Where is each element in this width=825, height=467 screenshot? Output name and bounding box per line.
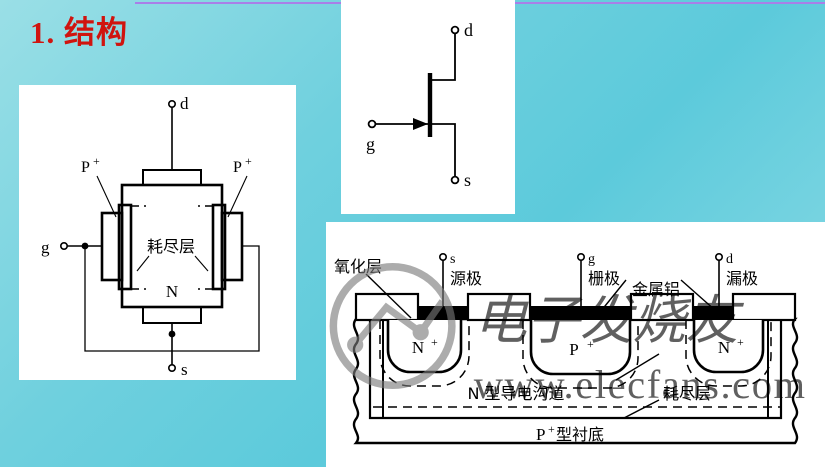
p-plus-right-leader [227,175,248,218]
depletion-leader [623,399,660,419]
depletion-outline [130,205,214,290]
symbol-gate-dot [367,119,377,129]
oxide-window-4 [731,292,797,322]
n-channel-label: N 型导电沟道 [467,384,564,403]
channel-leader [615,353,660,381]
mosfet-structure-panel: 氧化层 s 源极 g 栅极 金属铝 d 漏极 N + P + N + N 型导电… [326,222,825,467]
p-plus-right-sup: + [245,154,252,168]
drain-well-sup: + [737,335,744,349]
substrate-tail-label: 型衬底 [556,425,604,444]
drain-contact [142,169,202,186]
substrate-sup: + [548,422,555,436]
n-region-label: N [166,282,178,301]
watermark-url: www.elecfans.com [474,362,807,407]
substrate-label: P [536,425,545,444]
source-terminal-dot [168,363,177,372]
source-contact [142,306,202,324]
gate-p-well [529,320,632,376]
gate-terminal-dot [59,242,68,251]
source-junction-dot [168,330,176,338]
gate-electrode-label: 栅极 [588,269,620,288]
depletion-leader-right [194,255,209,272]
jfet-symbol-panel: d s g [341,0,515,214]
mosfet-structure-drawing: 氧化层 s 源极 g 栅极 金属铝 d 漏极 N + P + N + N 型导电… [334,252,799,445]
oxide-window-3 [629,292,695,322]
mosfet-drain-dot [714,252,723,261]
gate-well-label: P [569,340,578,359]
mosfet-source-dot [439,252,448,261]
p-plus-left-sup: + [93,154,100,168]
mosfet-depletion-label: 耗尽层 [663,384,711,403]
watermark-logo-icon [329,263,456,390]
p-plus-right-inner [211,203,227,291]
gate-return-wire [84,245,260,352]
oxide-leader [365,273,412,319]
watermark-brand: 电子发烧友 [474,290,745,352]
symbol-drain-label: d [464,20,473,40]
source-well-sup: + [431,335,438,349]
source-electrode-label: 源极 [450,269,482,288]
jfet-gate-label: g [41,238,50,257]
mosfet-source-terminal-label: s [450,252,455,267]
symbol-gate-arrow [413,118,428,130]
page-title: 1. 结构 [30,15,128,50]
p-plus-left-label: P [81,159,90,176]
symbol-gate-label: g [366,134,375,154]
oxide-window-2 [466,292,532,322]
mosfet-gate-terminal-label: g [588,252,595,267]
symbol-drain-dot [450,25,460,35]
jfet-symbol-drawing: d s g [366,20,473,190]
jfet-structure-drawing: d s g P + P + N 耗尽层 [41,94,260,379]
symbol-source-dot [450,175,460,185]
aluminum-leader-left [600,279,627,312]
mosfet-gate-dot [577,252,586,261]
symbol-drain-wire [430,33,456,81]
depletion-leader-left [136,255,150,272]
substrate-inner-outline [368,320,783,420]
source-well-label: N [412,338,424,357]
drain-terminal-dot [168,100,177,109]
jfet-source-label: s [181,360,188,379]
aluminum-leader-right [680,279,717,312]
p-plus-left-leader [96,175,117,218]
symbol-source-label: s [464,170,471,190]
jfet-drain-label: d [180,94,189,113]
depletion-layer-label: 耗尽层 [147,237,195,256]
symbol-source-wire [430,123,456,177]
site-watermark: 电子发烧友 www.elecfans.com [329,263,807,407]
aluminum-metal-label: 金属铝 [632,280,680,299]
p-plus-right-label: P [233,159,242,176]
jfet-structure-panel: d s g P + P + N 耗尽层 [19,85,296,380]
mosfet-drain-terminal-label: d [726,252,733,267]
drain-electrode-label: 漏极 [726,269,758,288]
p-plus-left-inner [117,203,133,291]
drain-n-well [692,320,765,374]
drain-well-label: N [718,338,730,357]
gate-well-sup: + [587,337,594,351]
